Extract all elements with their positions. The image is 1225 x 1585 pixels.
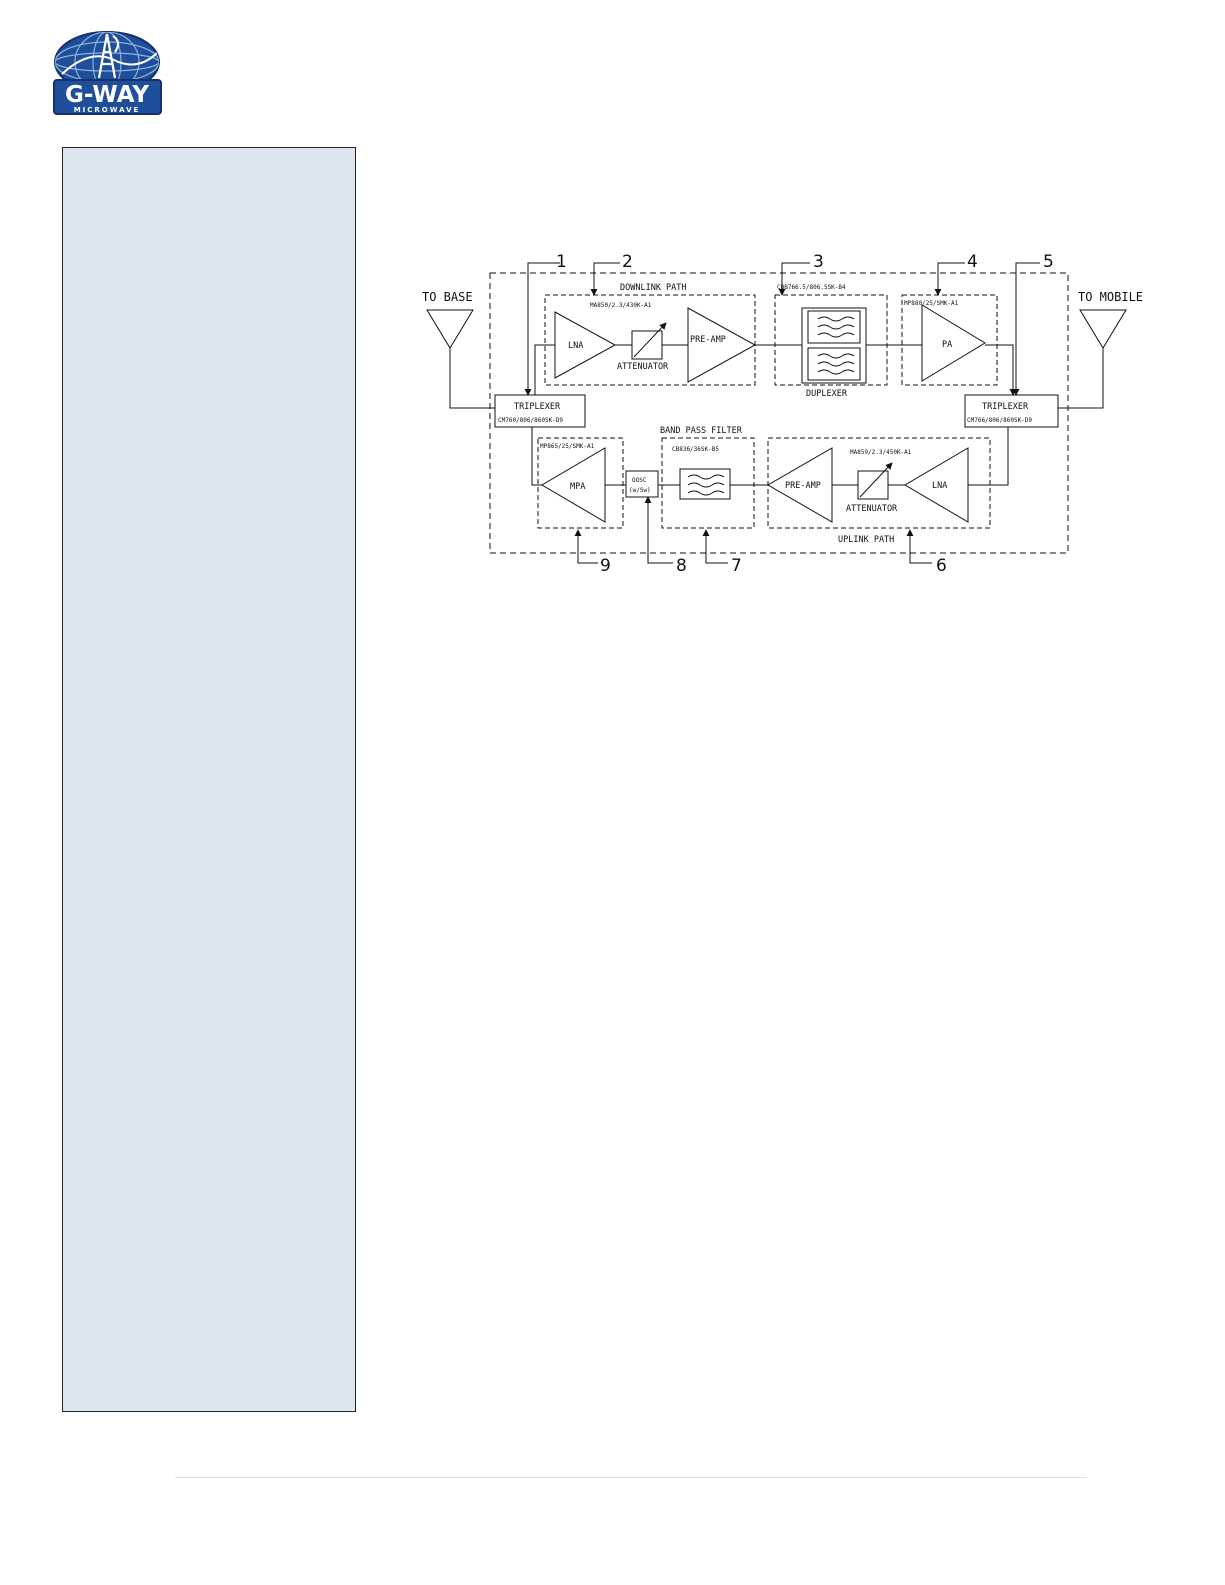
antenna-tower-icon <box>97 33 120 79</box>
gway-logo: G-WAY MICROWAVE <box>53 31 162 115</box>
base-antenna-icon <box>426 309 495 409</box>
callout-6: 6 <box>936 556 947 576</box>
downlink-preamp-label: PRE-AMP <box>690 335 726 345</box>
bandpass-filter-icon <box>679 468 731 500</box>
callout-7: 7 <box>731 556 742 576</box>
sidebar-panel <box>62 147 356 1412</box>
callout-1: 1 <box>556 252 567 272</box>
callout-9: 9 <box>600 556 611 576</box>
oscillator-label: OOSC <box>632 477 647 484</box>
mpa-model: MP865/25/SMK-A1 <box>540 443 595 450</box>
callout-4: 4 <box>967 252 978 272</box>
duplexer-model: CBB766.5/806.5SK-B4 <box>777 284 846 291</box>
bpf-label: BAND PASS FILTER <box>660 426 743 436</box>
duplexer-label: DUPLEXER <box>806 389 848 399</box>
triplexer-left-model: CM760/806/860SK-D9 <box>498 417 563 424</box>
uplink-preamp-label: PRE-AMP <box>785 481 821 491</box>
block-diagram: TO BASE TO MOBILE TRIPLEXER CM760/806/86… <box>422 252 1143 576</box>
to-mobile-label: TO MOBILE <box>1078 290 1143 304</box>
to-base-label: TO BASE <box>422 290 473 304</box>
pa-model: MP880/25/SMK-A1 <box>904 300 959 307</box>
mpa-label: MPA <box>570 482 585 492</box>
callout-2: 2 <box>622 252 633 272</box>
pa-label: PA <box>942 340 952 350</box>
triplexer-right-label: TRIPLEXER <box>982 402 1029 412</box>
uplink-path-label: UPLINK PATH <box>838 535 894 545</box>
callout-8: 8 <box>676 556 687 576</box>
duplexer-filter-top <box>807 310 861 344</box>
bpf-model: CB836/36SK-B5 <box>672 446 719 453</box>
uplink-amplifier-module <box>767 437 991 529</box>
triplexer-left-label: TRIPLEXER <box>514 402 561 412</box>
duplexer-filter-bottom <box>807 347 861 381</box>
oscillator-sublabel: (w/Sw) <box>629 487 651 494</box>
callout-5: 5 <box>1043 252 1054 272</box>
triplexer-right-model: CM766/806/860SK-D9 <box>967 417 1032 424</box>
downlink-module-model: MA850/2.3/430K-A1 <box>590 302 652 309</box>
bpf-module <box>661 437 755 529</box>
downlink-lna-label: LNA <box>568 341 583 351</box>
downlink-pa-icon <box>921 304 986 382</box>
logo-wordmark: G-WAY <box>65 82 149 108</box>
footer-divider <box>175 1477 1087 1478</box>
oscillator-box <box>625 470 659 498</box>
callout-3: 3 <box>813 252 824 272</box>
repeater-enclosure <box>489 272 1069 554</box>
downlink-path-label: DOWNLINK PATH <box>620 283 687 293</box>
uplink-module-model: MA859/2.3/450K-A1 <box>850 449 912 456</box>
downlink-preamp-icon <box>687 307 757 383</box>
downlink-attenuator-label: ATTENUATOR <box>617 362 669 372</box>
duplexer-module <box>774 294 888 386</box>
uplink-lna-label: LNA <box>932 481 947 491</box>
downlink-lna-icon <box>554 311 617 379</box>
pa-module <box>901 294 998 386</box>
logo-tagline: MICROWAVE <box>74 106 141 114</box>
mpa-module <box>537 437 624 529</box>
mobile-antenna-icon <box>1058 309 1127 409</box>
uplink-attenuator-label: ATTENUATOR <box>846 504 898 514</box>
triplexer-left <box>494 394 586 428</box>
downlink-amplifier-module <box>544 294 756 386</box>
